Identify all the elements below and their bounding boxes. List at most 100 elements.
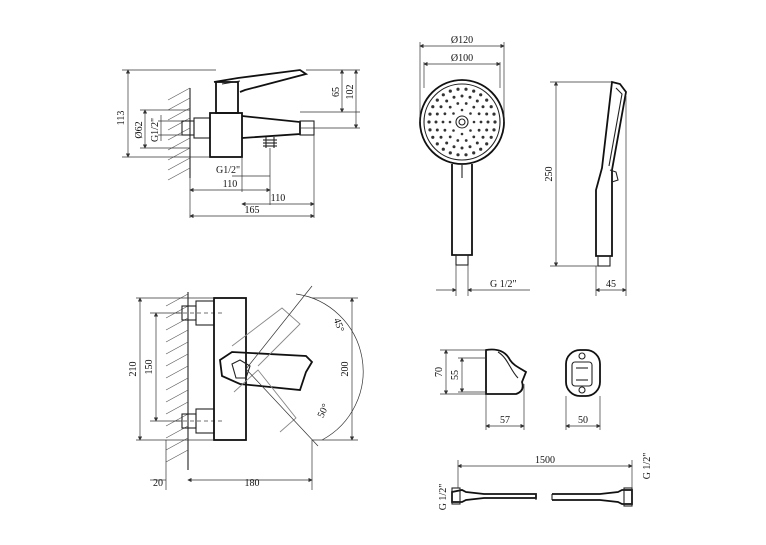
holder-side (440, 348, 528, 430)
nozzle-dot (492, 112, 496, 116)
nozzle-dot (472, 135, 476, 139)
nozzle-dot (448, 89, 452, 93)
nozzle-dot (486, 120, 490, 124)
nozzle-dot (431, 135, 435, 139)
nozzle-dot (439, 105, 443, 109)
nozzle-dot (464, 153, 468, 157)
nozzle-dot (441, 93, 445, 97)
nozzle-dot (441, 147, 445, 151)
dim-62: Ø62 (134, 121, 145, 138)
nozzle-dot (489, 105, 493, 109)
nozzle-dot (479, 93, 483, 97)
nozzle-dot (435, 128, 439, 132)
nozzle-dot (472, 151, 476, 155)
nozzle-dot (460, 108, 464, 112)
nozzle-dot (485, 98, 489, 102)
dim-g12-bottom: G1/2" (216, 165, 240, 176)
nozzle-dot (445, 99, 449, 103)
nozzle-dot (481, 105, 485, 109)
nozzle-dot (489, 135, 493, 139)
dim-55: 55 (450, 370, 461, 380)
dim-1500: 1500 (535, 455, 555, 466)
nozzle-dot (479, 120, 483, 124)
nozzle-dot (485, 112, 489, 116)
nozzle-dot (472, 89, 476, 93)
angle-45: 45° (331, 317, 346, 334)
dim-20: 20 (153, 478, 163, 489)
nozzle-dot (443, 128, 447, 132)
nozzle-dot (435, 142, 439, 146)
dim-110-a: 110 (223, 179, 238, 190)
nozzle-dot (493, 120, 497, 124)
nozzle-dot (445, 141, 449, 145)
nozzle-dot (448, 120, 452, 124)
dim-100: Ø100 (451, 53, 473, 64)
dim-180: 180 (245, 478, 260, 489)
nozzle-dot (452, 129, 455, 132)
holder-front (565, 349, 601, 430)
nozzle-dot (460, 94, 464, 98)
nozzle-dot (431, 105, 435, 109)
nozzle-dot (443, 112, 447, 116)
nozzle-dot (452, 112, 455, 115)
dim-45: 45 (606, 279, 616, 290)
dim-57: 57 (500, 415, 510, 426)
nozzle-dot (456, 102, 460, 105)
nozzle-dot (448, 151, 452, 155)
nozzle-pattern (427, 87, 497, 157)
nozzle-dot (452, 145, 456, 149)
nozzle-dot (441, 120, 445, 124)
nozzle-dot (435, 98, 439, 102)
nozzle-dot (427, 120, 431, 124)
mixer-front-view (136, 285, 364, 490)
nozzle-dot (468, 145, 472, 149)
dim-150: 150 (144, 360, 155, 375)
nozzle-dot (456, 139, 460, 142)
nozzle-dot (481, 135, 485, 139)
nozzle-dot (434, 120, 438, 124)
nozzle-dot (456, 87, 460, 91)
dim-g12-hose-left: G 1/2" (438, 484, 449, 511)
nozzle-dot (472, 120, 476, 124)
dim-g12-left: G1/2" (150, 118, 161, 142)
nozzle-dot (468, 95, 472, 99)
nozzle-dot (477, 128, 481, 132)
nozzle-dot (448, 135, 452, 139)
nozzle-dot (428, 128, 432, 132)
dim-g12-hose-right: G 1/2" (642, 453, 653, 480)
nozzle-dot (485, 128, 489, 132)
nozzle-dot (428, 112, 432, 116)
nozzle-dot (475, 99, 479, 103)
dim-102: 102 (345, 85, 356, 100)
nozzle-dot (464, 87, 468, 91)
dim-250: 250 (544, 167, 555, 182)
nozzle-dot (464, 102, 468, 105)
wall-hatch-bottom (165, 292, 189, 470)
mixer-side-view (122, 69, 360, 219)
nozzle-dot (479, 147, 483, 151)
wall-hatch-top (167, 87, 191, 181)
nozzle-dot (460, 146, 464, 150)
nozzle-dot (448, 105, 452, 109)
dim-70: 70 (434, 367, 445, 377)
nozzle-dot (485, 142, 489, 146)
angle-50: 50° (316, 402, 332, 419)
shower-head-front (419, 42, 530, 296)
dim-120: Ø120 (451, 35, 473, 46)
dim-165: 165 (245, 205, 260, 216)
dim-210: 210 (128, 362, 139, 377)
dim-50: 50 (578, 415, 588, 426)
nozzle-dot (435, 112, 439, 116)
dim-110-b: 110 (271, 193, 286, 204)
nozzle-dot (469, 112, 472, 115)
dim-113: 113 (116, 111, 127, 126)
dim-g12-head: G 1/2" (490, 279, 517, 290)
nozzle-dot (475, 141, 479, 145)
dimension-labels: 113 Ø62 G1/2" 65 102 G1/2" 110 110 165 2… (116, 35, 653, 510)
nozzle-dot (469, 129, 472, 132)
nozzle-dot (439, 135, 443, 139)
nozzle-dot (456, 153, 460, 157)
dim-200: 200 (340, 362, 351, 377)
shower-head-side (550, 80, 627, 296)
